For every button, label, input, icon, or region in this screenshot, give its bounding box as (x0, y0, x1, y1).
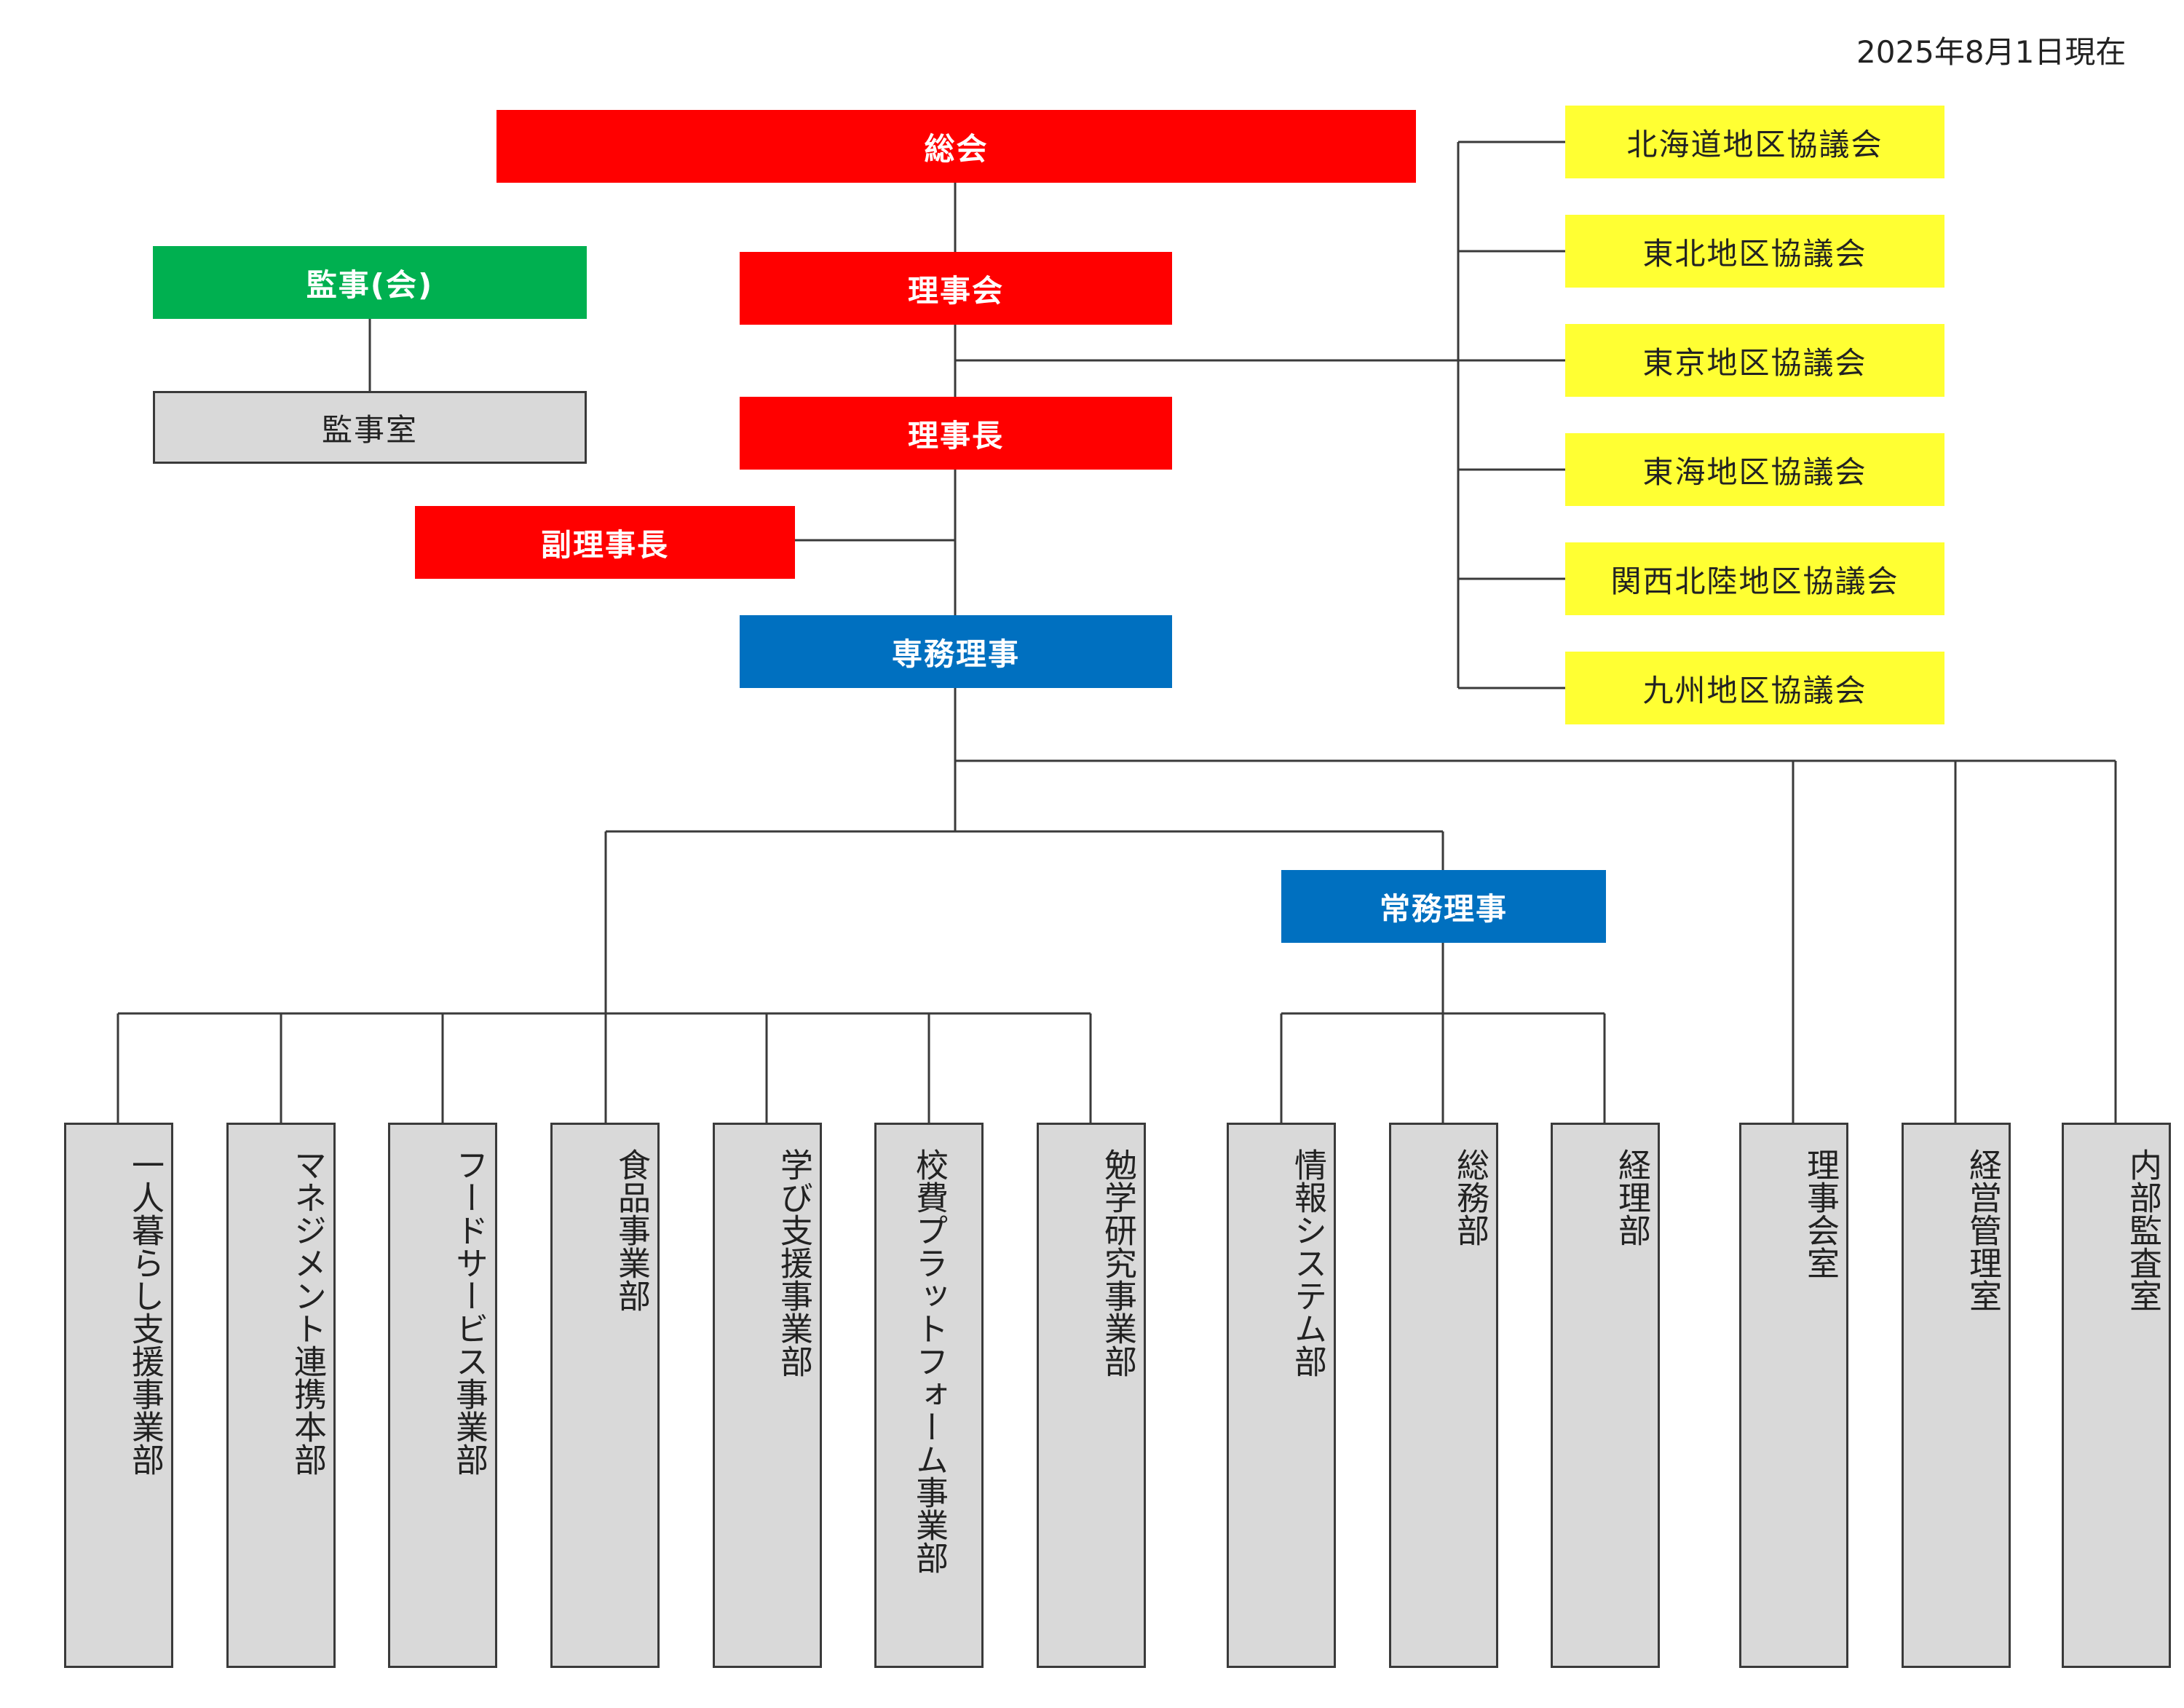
dept-study-research: 勉学研究事業部 (1037, 1123, 1146, 1668)
council-kansai-hokuriku: 関西北陸地区協議会 (1565, 542, 1944, 615)
executive-director-box: 専務理事 (740, 615, 1172, 688)
dept-information-systems: 情報システム部 (1227, 1123, 1336, 1668)
council-tohoku: 東北地区協議会 (1565, 215, 1944, 288)
chairman-box: 理事長 (740, 397, 1172, 470)
dept-living-support: 一人暮らし支援事業部 (64, 1123, 173, 1668)
as-of-date: 2025年8月1日現在 (1856, 34, 2126, 70)
dept-general-affairs: 総務部 (1389, 1123, 1498, 1668)
dept-management-liaison: マネジメント連携本部 (226, 1123, 336, 1668)
council-tokai: 東海地区協議会 (1565, 433, 1944, 506)
general-assembly-box: 総会 (496, 110, 1416, 183)
auditor-box: 監事(会) (153, 246, 587, 319)
dept-learning-support: 学び支援事業部 (713, 1123, 822, 1668)
dept-food-service: フードサービス事業部 (388, 1123, 497, 1668)
managing-director-box: 常務理事 (1281, 870, 1606, 943)
council-hokkaido: 北海道地区協議会 (1565, 106, 1944, 178)
board-box: 理事会 (740, 252, 1172, 325)
office-board: 理事会室 (1739, 1123, 1848, 1668)
office-internal-audit: 内部監査室 (2062, 1123, 2171, 1668)
audit-office-box: 監事室 (153, 391, 587, 464)
dept-school-fee-platform: 校費プラットフォーム事業部 (874, 1123, 984, 1668)
council-kyushu: 九州地区協議会 (1565, 652, 1944, 724)
dept-food-business: 食品事業部 (550, 1123, 660, 1668)
vice-chairman-box: 副理事長 (415, 506, 795, 579)
office-management-control: 経営管理室 (1902, 1123, 2011, 1668)
council-tokyo: 東京地区協議会 (1565, 324, 1944, 397)
dept-accounting: 経理部 (1551, 1123, 1660, 1668)
